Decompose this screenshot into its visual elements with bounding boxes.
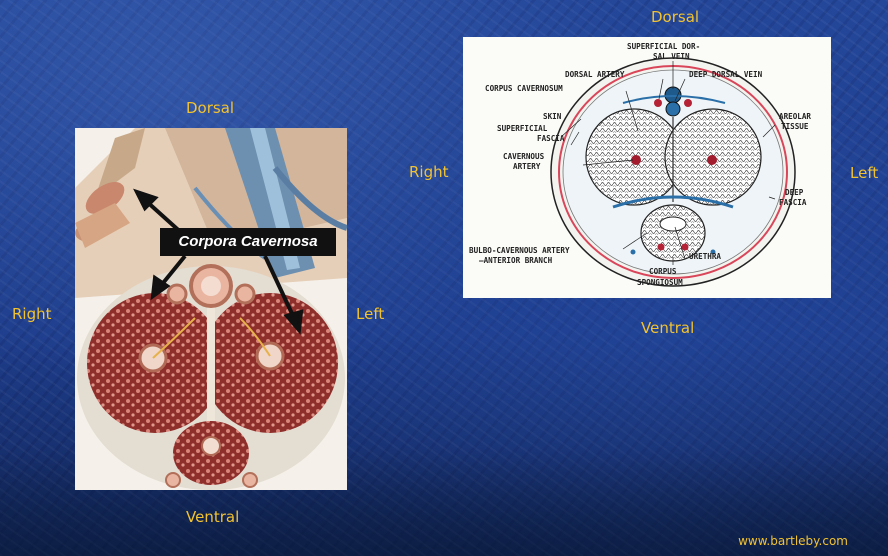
deep-dorsal-vein-label: DEEP DORSAL VEIN xyxy=(689,70,763,79)
corpus-spongiosum-label-1: CORPUS xyxy=(649,267,677,276)
cavernous-artery-label-1: CAVERNOUS xyxy=(503,152,545,161)
left-left-label: Left xyxy=(356,305,384,323)
bulbo-cavernous-artery-label-1: BULBO-CAVERNOUS ARTERY xyxy=(469,246,570,255)
left-ventral-label: Ventral xyxy=(186,508,239,526)
deep-fascia-label-1: DEEP xyxy=(785,188,804,197)
areolar-tissue-label-2: TISSUE xyxy=(781,122,809,131)
penis-cross-section-illustration xyxy=(75,128,347,490)
left-dorsal-label: Dorsal xyxy=(186,99,234,117)
areolar-tissue-label-1: AREOLAR xyxy=(779,112,811,121)
superficial-fascia-label-2: FASCIA xyxy=(537,134,565,143)
source-url: www.bartleby.com xyxy=(738,534,848,548)
superficial-fascia-label-1: SUPERFICIAL xyxy=(497,124,548,133)
right-left-label: Left xyxy=(850,164,878,182)
right-ventral-label: Ventral xyxy=(641,319,694,337)
deep-fascia-label-2: FASCIA xyxy=(779,198,807,207)
superficial-dorsal-vein-label-1: SUPERFICIAL DOR- xyxy=(627,42,700,51)
right-right-label: Right xyxy=(409,163,449,181)
illustration-graphic xyxy=(75,128,347,490)
urethra-label: URETHRA xyxy=(689,252,721,261)
superficial-dorsal-vein-label-2: SAL VEIN xyxy=(653,52,690,61)
corpus-spongiosum-label-2: SPONGIOSUM xyxy=(637,278,683,287)
anatomical-cross-section-diagram: SUPERFICIAL DOR- SAL VEIN DORSAL ARTERY … xyxy=(463,37,831,298)
right-dorsal-label: Dorsal xyxy=(651,8,699,26)
cavernous-artery-label-2: ARTERY xyxy=(513,162,541,171)
skin-label: SKIN xyxy=(543,112,562,121)
corpora-cavernosa-callout: Corpora Cavernosa xyxy=(160,228,336,256)
corpus-cavernosum-label: CORPUS CAVERNOSUM xyxy=(485,84,563,93)
dorsal-artery-label: DORSAL ARTERY xyxy=(565,70,625,79)
bulbo-cavernous-artery-label-2: —ANTERIOR BRANCH xyxy=(479,256,553,265)
left-right-label: Right xyxy=(12,305,52,323)
diagram-graphic: SUPERFICIAL DOR- SAL VEIN DORSAL ARTERY … xyxy=(463,37,831,298)
